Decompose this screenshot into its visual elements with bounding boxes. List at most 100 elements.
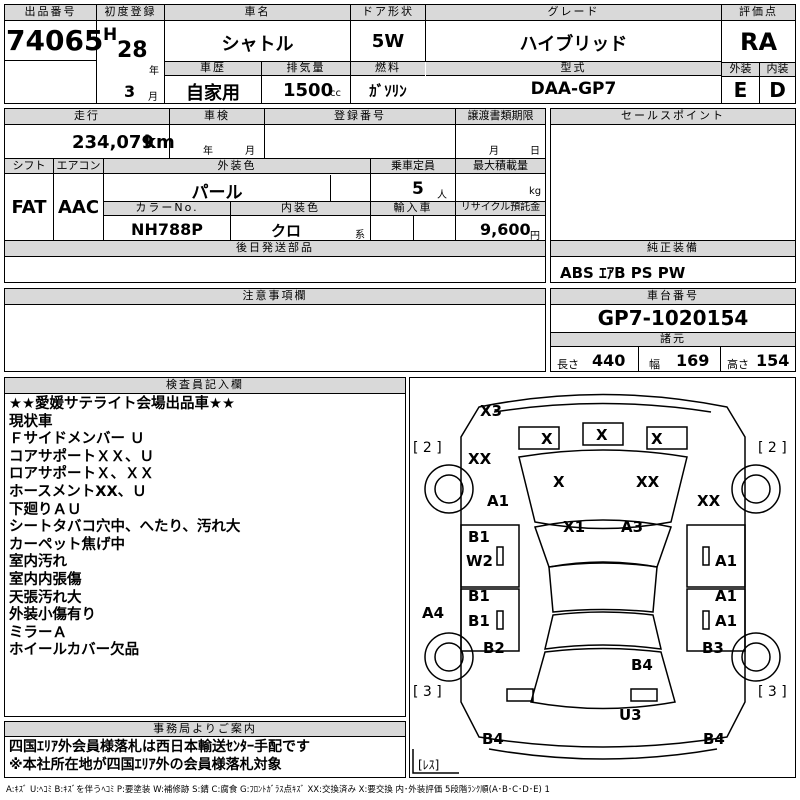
mark-5: XX — [468, 450, 492, 468]
displacement: 1500 — [283, 80, 334, 101]
tire-label-bl: [ 3 ] — [413, 684, 442, 700]
capacity-unit: 人 — [437, 190, 447, 201]
int-score: D — [769, 78, 786, 102]
equipment-header: 純正装備 — [551, 241, 795, 257]
mileage-header: 走行 — [5, 109, 169, 125]
colorno-header: カラーNo. — [104, 202, 230, 216]
inspector-note-line: ホイールカバー欠品 — [9, 642, 140, 659]
tr-day-unit: 日 — [530, 146, 540, 157]
length: 440 — [592, 351, 626, 370]
recycle-fee: 9,600 — [480, 220, 531, 239]
recycle-unit: 円 — [530, 231, 540, 242]
mark-13: W2 — [466, 552, 493, 570]
sales-point-header: セールスポイント — [551, 109, 795, 125]
ac-header: エアコン — [54, 159, 103, 174]
inspector-header: 検査員記入欄 — [5, 378, 405, 394]
recycle-header: リサイクル預託金 — [456, 202, 545, 216]
inspector-note-line: 外装小傷有り — [9, 607, 96, 624]
import-header: 輸入車 — [371, 202, 455, 216]
lot-no: 74065 — [6, 24, 104, 57]
insp-month-unit: 月 — [245, 146, 255, 157]
intcolor-unit: 系 — [355, 230, 365, 241]
inspector-note-line: 下廻りＡＵ — [9, 501, 82, 518]
color-header: 外装色 — [104, 159, 370, 174]
color-no: NH788P — [131, 220, 203, 239]
mark-8: A1 — [487, 492, 510, 510]
mark-25: B4 — [703, 730, 725, 748]
office-header: 事務局よりご案内 — [5, 722, 405, 737]
shift: FAT — [11, 197, 47, 218]
inspector-note-line: 室内汚れ — [9, 554, 67, 571]
inspector-note-line: 現状車 — [9, 413, 53, 430]
score-header: 評価点 — [722, 5, 795, 21]
inspector-note-line: ホースメントXX、Ｕ — [9, 483, 147, 500]
maxload-header: 最大積載量 — [456, 159, 545, 174]
interior-color: クロ — [270, 222, 301, 240]
type-header: 型式 — [426, 62, 721, 76]
office-note-line: 四国ｴﾘｱ外会員様落札は西日本輸送ｾﾝﾀｰ手配です — [9, 739, 310, 755]
regno-header: 登録番号 — [265, 109, 455, 125]
model-type: DAA-GP7 — [530, 79, 617, 99]
mark-6: X — [553, 473, 565, 491]
width: 169 — [676, 351, 710, 370]
intcolor-header: 内装色 — [231, 202, 370, 216]
inspection-header: 車検 — [170, 109, 264, 125]
mark-16: A1 — [715, 587, 738, 605]
office-notes: 四国ｴﾘｱ外会員様落札は西日本輸送ｾﾝﾀｰ手配です ※本社所在地が四国ｴﾘｱ外の会… — [9, 738, 404, 774]
inspector-note-line: ミラーＡ — [9, 624, 67, 641]
model-name: シャトル — [221, 34, 294, 55]
mark-9: XX — [697, 492, 721, 510]
mark-7: XX — [636, 473, 660, 491]
shift-header: シフト — [5, 159, 53, 174]
equipment-list: ABS ｴｱB PS PW — [560, 264, 686, 282]
spec-header: 諸元 — [551, 332, 795, 347]
displacement-header: 排気量 — [262, 62, 350, 76]
inspector-note-line: 室内内張傷 — [9, 571, 82, 588]
mark-23: U3 — [619, 706, 642, 724]
tire-label-tr: [ 2 ] — [758, 440, 787, 456]
int-header: 内装 — [760, 63, 795, 77]
mark-21: B4 — [631, 656, 653, 674]
door-type: 5W — [371, 31, 405, 52]
mark-20: B2 — [483, 639, 505, 657]
mark-15: B1 — [468, 587, 490, 605]
mark-17: B1 — [468, 612, 490, 630]
tr-month-unit: 月 — [489, 146, 499, 157]
reg-year-unit: 年 — [149, 66, 159, 77]
fuel-header: 燃料 — [351, 62, 425, 76]
height: 154 — [756, 351, 790, 370]
displacement-unit: cc — [330, 88, 341, 99]
caution-header: 注意事項欄 — [5, 289, 545, 305]
inspector-note-line: 天張汚れ大 — [9, 589, 82, 606]
ext-header: 外装 — [722, 63, 759, 77]
height-label: 高さ — [727, 358, 749, 371]
model-header: 車名 — [165, 5, 350, 21]
damage-diagram — [409, 377, 796, 778]
era: H — [103, 25, 118, 45]
mark-1: X3 — [480, 402, 503, 420]
chassis-header: 車台番号 — [551, 289, 795, 305]
sales-point-box — [550, 108, 796, 242]
mark-19: A4 — [422, 604, 445, 622]
tire-label-tl: [ 2 ] — [413, 440, 442, 456]
reg-month: 3 — [124, 82, 136, 101]
body-color: パール — [191, 183, 243, 203]
mark-10: X1 — [563, 518, 586, 536]
mark-11: A3 — [621, 518, 644, 536]
fuel: ｶﾞｿﾘﾝ — [369, 82, 407, 100]
inspector-note-line: コアサポートＸＸ、Ｕ — [9, 448, 154, 465]
mark-12: B1 — [468, 528, 490, 546]
mark-22: B3 — [702, 639, 724, 657]
reg-month-unit: 月 — [148, 92, 158, 103]
first-reg-header: 初度登録 — [97, 5, 164, 21]
inspector-note-line: Ｆサイドメンバー Ｕ — [9, 431, 145, 448]
maxload-unit: kg — [529, 186, 542, 197]
mileage-unit: km — [144, 132, 175, 153]
mark-3: X — [596, 426, 608, 444]
inspector-note-line: ★★愛媛サテライト会場出品車★★ — [9, 396, 235, 412]
spare-label: [ﾚｽ] — [418, 758, 440, 772]
ext-score: E — [733, 78, 748, 102]
grade: ハイブリッド — [519, 34, 628, 55]
chassis-no: GP7-1020154 — [597, 306, 749, 330]
office-note-line: ※本社所在地が四国ｴﾘｱ外の会員様落札対象 — [9, 757, 282, 773]
